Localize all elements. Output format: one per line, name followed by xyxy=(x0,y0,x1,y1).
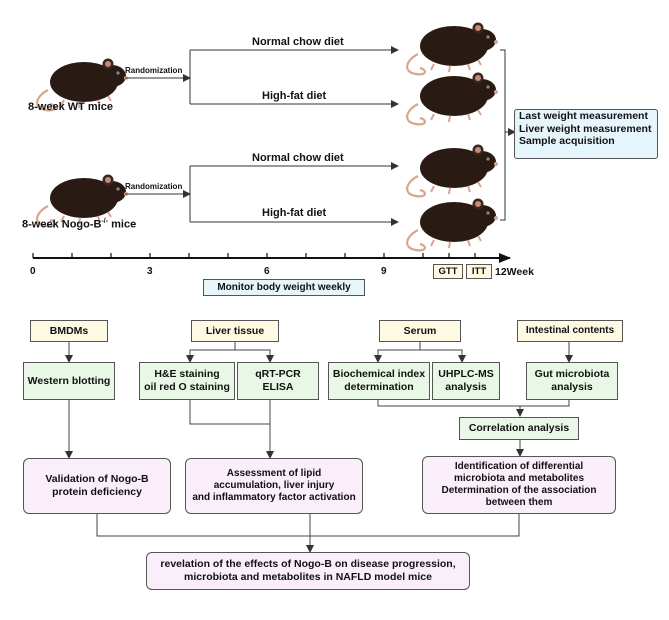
outcome-box: Last weight measurement Liver weight mea… xyxy=(514,109,658,159)
uhplc-ms-box: UHPLC-MS analysis xyxy=(432,362,500,400)
he-staining-box: H&E staining oil red O staining xyxy=(139,362,235,400)
wt-mice-label: 8-week WT mice xyxy=(28,101,113,113)
assessment-box: Assessment of lipid accumulation, liver … xyxy=(185,458,363,514)
itt-badge: ITT xyxy=(466,264,492,279)
mouse-nogo-hfd-icon xyxy=(406,197,500,252)
gut-microbiota-box: Gut microbiota analysis xyxy=(526,362,618,400)
mouse-wt-normal-icon xyxy=(406,21,500,76)
tick-0: 0 xyxy=(30,266,36,277)
outcome-bracket xyxy=(500,49,506,221)
correlation-analysis-box: Correlation analysis xyxy=(459,417,579,440)
timeline-end-label: 12Week xyxy=(495,266,534,278)
biochemical-box: Biochemical index determination xyxy=(328,362,430,400)
qrtpcr-elisa-box: qRT-PCR ELISA xyxy=(237,362,319,400)
outcome-line-2: Liver weight measurement xyxy=(519,122,652,135)
diet-hfd-label-nogo: High-fat diet xyxy=(262,207,327,219)
tick-6: 6 xyxy=(264,266,270,277)
outcome-line-3: Sample acquisition xyxy=(519,135,615,148)
diet-hfd-label-wt: High-fat diet xyxy=(262,90,327,102)
gtt-badge: GTT xyxy=(433,264,463,279)
western-blotting-box: Western blotting xyxy=(23,362,115,400)
intestinal-contents-box: Intestinal contents xyxy=(517,320,623,342)
mouse-nogo-normal-icon xyxy=(406,143,500,198)
mouse-wt-hfd-icon xyxy=(406,71,500,126)
bmdms-box: BMDMs xyxy=(30,320,108,342)
nogo-knockout-superscript: -/- xyxy=(101,218,109,225)
tick-3: 3 xyxy=(147,266,153,277)
monitor-weight-box: Monitor body weight weekly xyxy=(203,279,365,296)
randomization-label-nogo: Randomization xyxy=(125,182,183,191)
diet-normal-label-wt: Normal chow diet xyxy=(252,36,344,48)
outcome-line-1: Last weight measurement xyxy=(519,110,648,122)
liver-tissue-box: Liver tissue xyxy=(191,320,279,342)
revelation-box: revelation of the effects of Nogo-B on d… xyxy=(146,552,470,590)
diet-normal-label-nogo: Normal chow diet xyxy=(252,152,344,164)
serum-box: Serum xyxy=(379,320,461,342)
randomization-label-wt: Randomization xyxy=(125,66,183,75)
nogo-mice-label: 8-week Nogo-B-/- mice xyxy=(22,218,137,231)
tick-9: 9 xyxy=(381,266,387,277)
timeline xyxy=(32,253,511,263)
identification-box: Identification of differential microbiot… xyxy=(422,456,616,514)
validation-box: Validation of Nogo-B protein deficiency xyxy=(23,458,171,514)
